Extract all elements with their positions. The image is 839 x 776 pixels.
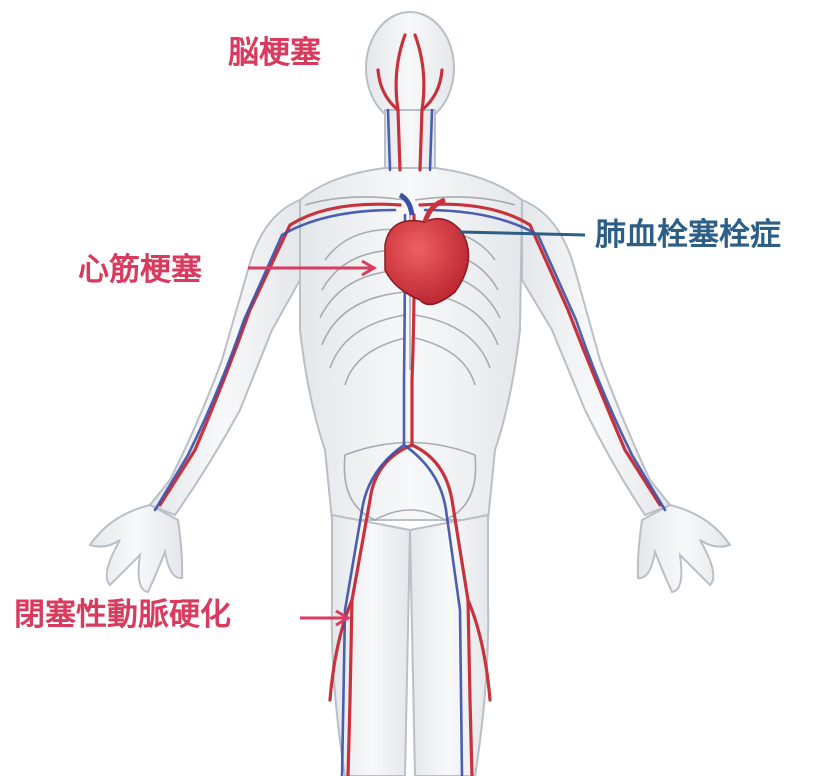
arrow-icon bbox=[248, 230, 586, 627]
heart-icon bbox=[384, 192, 470, 306]
body-silhouette bbox=[88, 11, 732, 776]
label-arteriosclerosis-obliterans: 閉塞性動脈硬化 bbox=[14, 597, 231, 633]
label-myocardial-infarction: 心筋梗塞 bbox=[78, 252, 202, 288]
label-stroke: 脳梗塞 bbox=[228, 35, 321, 71]
label-pulmonary-embolism: 肺血栓塞栓症 bbox=[595, 217, 781, 253]
veins bbox=[153, 108, 667, 776]
